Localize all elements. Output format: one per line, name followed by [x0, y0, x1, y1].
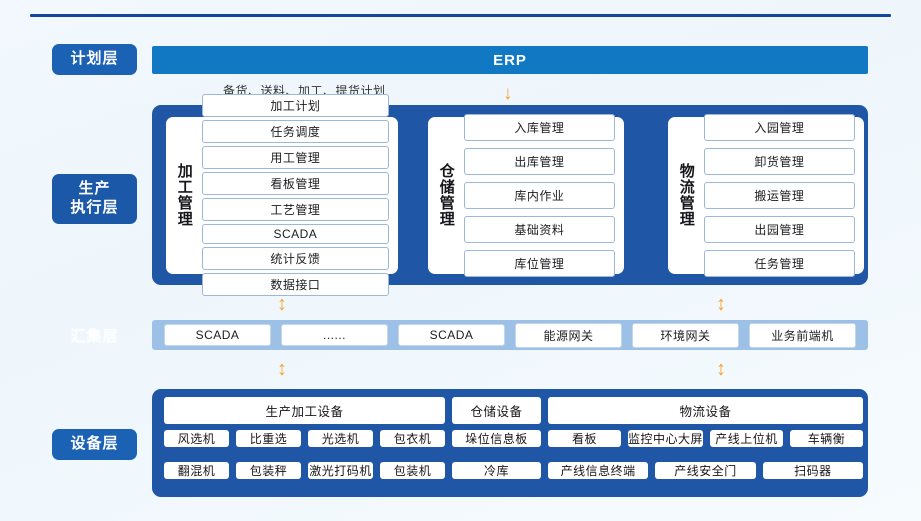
card-item[interactable]: 卸货管理: [703, 147, 855, 175]
device-group-logistics: 看板 监控中心大屏 产线上位机 车辆衡: [548, 429, 864, 457]
device-item[interactable]: 激光打码机: [308, 462, 373, 480]
device-group-header: 生产加工设备: [164, 397, 445, 424]
arrow-updown-icon: ↕: [277, 358, 287, 380]
card-item[interactable]: 看板管理: [201, 172, 389, 195]
device-item[interactable]: 扫码器: [762, 462, 863, 480]
device-item[interactable]: 冷库: [452, 462, 541, 480]
card-item[interactable]: 任务调度: [201, 120, 389, 143]
card-item[interactable]: 入库管理: [463, 113, 615, 141]
layer-label-execution: 生产 执行层: [52, 174, 137, 224]
device-item[interactable]: 看板: [548, 429, 621, 447]
card-item[interactable]: 统计反馈: [201, 247, 389, 270]
production-execution-panel: 加工管理 加工计划 任务调度 用工管理 看板管理 工艺管理 SCADA 统计反馈…: [152, 94, 868, 296]
card-item-list: 入园管理 卸货管理 搬运管理 出园管理 任务管理: [703, 113, 855, 277]
device-group-production: 风选机 比重选 光选机 包衣机: [164, 429, 445, 457]
layer-label-gather: 汇集层: [70, 328, 119, 345]
device-item[interactable]: 包装秤: [236, 462, 301, 480]
arrow-updown-icon: ↕: [716, 358, 726, 380]
device-row: 翻混机 包装秤 激光打码机 包装机 冷库 产线信息终端 产线安全门 扫码器: [164, 462, 863, 489]
card-processing-management: 加工管理 加工计划 任务调度 用工管理 看板管理 工艺管理 SCADA 统计反馈…: [166, 94, 398, 296]
arrow-down-icon: ↓: [503, 83, 513, 104]
device-row: 风选机 比重选 光选机 包衣机 垛位信息板 看板 监控中心大屏 产线上位机 车辆…: [164, 429, 864, 457]
layer-label-device: 设备层: [52, 429, 137, 460]
device-item[interactable]: 产线信息终端: [548, 462, 649, 480]
card-item[interactable]: 加工计划: [201, 94, 389, 117]
card-item[interactable]: 工艺管理: [201, 198, 389, 221]
gather-item[interactable]: SCADA: [164, 324, 271, 346]
device-layer-panel: 生产加工设备 仓储设备 物流设备 风选机 比重选 光选机 包衣机 垛位信息板 看…: [152, 389, 868, 497]
device-group-logistics: 产线信息终端 产线安全门 扫码器: [548, 462, 863, 489]
device-item[interactable]: 监控中心大屏: [628, 429, 704, 447]
gather-item[interactable]: 业务前端机: [749, 322, 856, 348]
arrow-updown-icon: ↕: [716, 293, 726, 315]
device-item[interactable]: 产线上位机: [710, 429, 784, 447]
card-item[interactable]: 库位管理: [463, 249, 615, 277]
device-item[interactable]: 包装机: [380, 462, 445, 480]
device-group-warehouse: 垛位信息板: [452, 429, 541, 457]
card-warehouse-management: 仓储管理 入库管理 出库管理 库内作业 基础资料 库位管理: [428, 113, 624, 277]
card-item[interactable]: SCADA: [201, 224, 389, 244]
card-title: 加工管理: [175, 163, 193, 227]
device-item[interactable]: 光选机: [308, 429, 373, 447]
card-title: 仓储管理: [437, 163, 455, 227]
erp-label: ERP: [493, 51, 527, 69]
card-item[interactable]: 用工管理: [201, 146, 389, 169]
card-item[interactable]: 出园管理: [703, 215, 855, 243]
card-item[interactable]: 搬运管理: [703, 181, 855, 209]
card-item[interactable]: 库内作业: [463, 181, 615, 209]
device-group-production: 翻混机 包装秤 激光打码机 包装机: [164, 462, 445, 489]
card-item-list: 入库管理 出库管理 库内作业 基础资料 库位管理: [463, 113, 615, 277]
gather-item[interactable]: SCADA: [398, 324, 505, 346]
device-item[interactable]: 风选机: [164, 429, 229, 447]
card-logistics-management: 物流管理 入园管理 卸货管理 搬运管理 出园管理 任务管理: [668, 113, 864, 277]
gather-item[interactable]: 环境网关: [632, 322, 739, 348]
device-item[interactable]: 比重选: [236, 429, 301, 447]
card-title: 物流管理: [677, 163, 695, 227]
gather-item[interactable]: 能源网关: [515, 322, 622, 348]
device-item[interactable]: 车辆衡: [790, 429, 864, 447]
device-item[interactable]: 产线安全门: [655, 462, 756, 480]
card-item[interactable]: 任务管理: [703, 249, 855, 277]
card-item[interactable]: 基础资料: [463, 215, 615, 243]
layer-label-execution-line2: 执行层: [70, 198, 119, 216]
device-item[interactable]: 垛位信息板: [452, 429, 541, 447]
card-item[interactable]: 出库管理: [463, 147, 615, 175]
top-divider: [30, 14, 891, 17]
device-item[interactable]: 包衣机: [380, 429, 445, 447]
card-item[interactable]: 数据接口: [201, 273, 389, 296]
device-group-warehouse: 冷库: [452, 462, 541, 489]
device-group-header: 物流设备: [548, 397, 863, 424]
erp-bar: ERP: [152, 46, 868, 74]
arrow-updown-icon: ↕: [277, 293, 287, 315]
device-item[interactable]: 翻混机: [164, 462, 229, 480]
layer-label-execution-line1: 生产: [78, 180, 111, 197]
gather-item[interactable]: ......: [281, 324, 388, 346]
device-header-row: 生产加工设备 仓储设备 物流设备: [164, 397, 863, 424]
device-group-header: 仓储设备: [452, 397, 541, 424]
gather-band: SCADA ...... SCADA 能源网关 环境网关 业务前端机: [152, 320, 868, 350]
card-item[interactable]: 入园管理: [703, 113, 855, 141]
card-item-list: 加工计划 任务调度 用工管理 看板管理 工艺管理 SCADA 统计反馈 数据接口: [201, 94, 389, 296]
layer-label-plan: 计划层: [52, 44, 137, 75]
